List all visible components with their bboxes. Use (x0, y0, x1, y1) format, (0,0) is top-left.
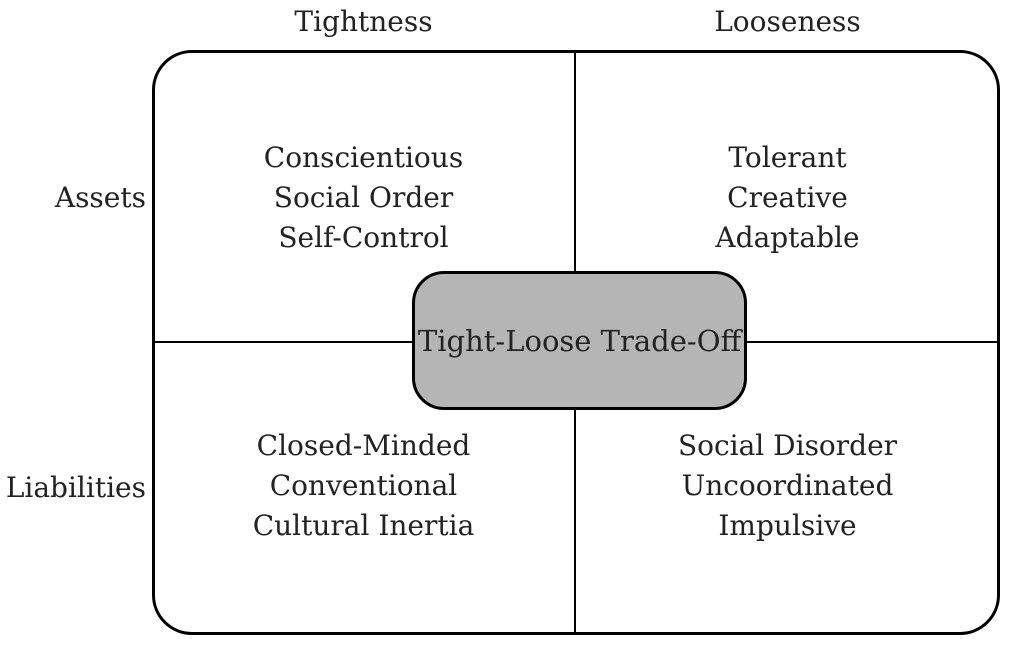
quadrant-line: Impulsive (718, 509, 857, 542)
quadrant-tightness-assets: Conscientious Social Order Self-Control (152, 138, 575, 258)
quadrant-line: Social Order (273, 181, 454, 214)
quadrant-line: Social Disorder (677, 429, 898, 462)
quadrant-tightness-liabilities: Closed-Minded Conventional Cultural Iner… (152, 426, 575, 546)
quadrant-line: Adaptable (715, 221, 860, 254)
center-tradeoff-box: Tight-Loose Trade-Off (412, 271, 747, 410)
quadrant-looseness-liabilities: Social Disorder Uncoordinated Impulsive (575, 426, 1000, 546)
quadrant-line: Conventional (269, 469, 458, 502)
center-tradeoff-label: Tight-Loose Trade-Off (417, 323, 742, 358)
column-header-looseness: Looseness (714, 5, 861, 38)
quadrant-line: Creative (727, 181, 848, 214)
quadrant-line: Uncoordinated (681, 469, 894, 502)
row-header-liabilities: Liabilities (5, 471, 146, 504)
quadrant-line: Conscientious (263, 141, 464, 174)
quadrant-looseness-assets: Tolerant Creative Adaptable (575, 138, 1000, 258)
quadrant-line: Cultural Inertia (252, 509, 475, 542)
quadrant-line: Self-Control (278, 221, 449, 254)
quadrant-line: Tolerant (728, 141, 847, 174)
quadrant-line: Closed-Minded (256, 429, 471, 462)
column-header-tightness: Tightness (294, 5, 433, 38)
row-header-assets: Assets (54, 181, 146, 214)
